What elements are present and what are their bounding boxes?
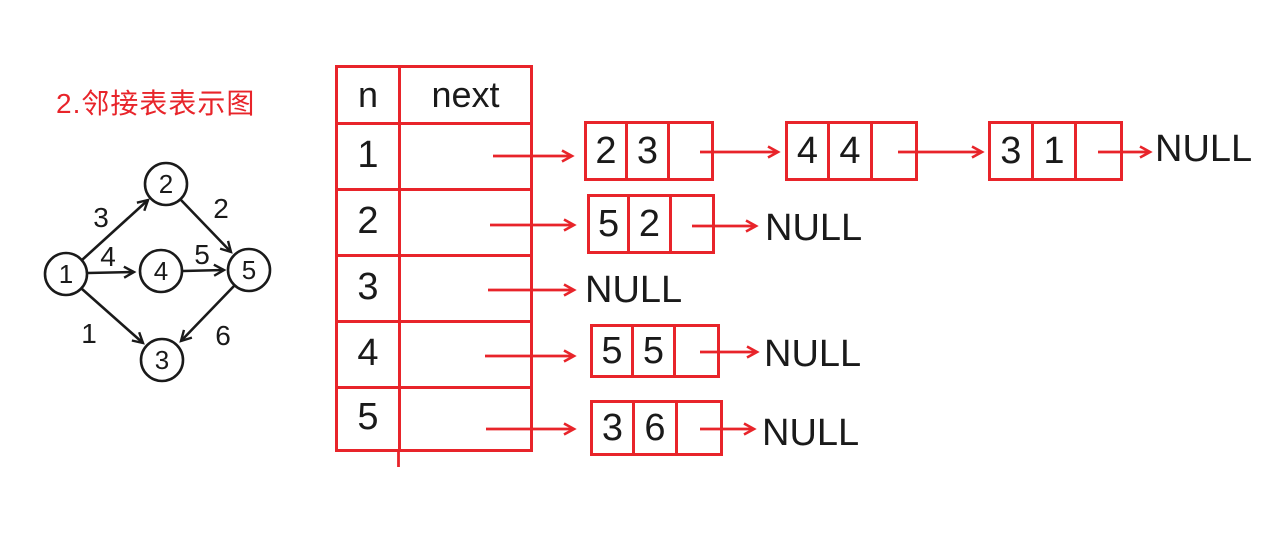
graph-edge-5-3 — [179, 285, 235, 343]
graph-edge-2-5 — [180, 199, 233, 254]
table-column-divider — [398, 68, 401, 449]
graph-node-5 — [226, 247, 272, 293]
table-row-label-2: 2 — [357, 199, 379, 242]
table-header-next: next — [431, 74, 500, 115]
graph-node-label: 3 — [155, 345, 169, 375]
adjacency-table: n next 1 2 3 4 5 — [335, 65, 533, 452]
table-row-divider — [338, 122, 530, 125]
list-node-vertex-cell: 2 — [587, 124, 628, 178]
table-row-divider — [338, 320, 530, 323]
null-label: NULL — [1155, 128, 1253, 170]
list-node-weight-cell: 6 — [635, 403, 679, 453]
list-node-weight-cell: 2 — [630, 197, 672, 251]
list-node-vertex-cell: 3 — [991, 124, 1034, 178]
list-node-weight-cell: 1 — [1034, 124, 1078, 178]
null-label: NULL — [764, 333, 862, 375]
list-node-pointer-cell — [1077, 124, 1120, 178]
graph-node-2 — [143, 161, 189, 207]
graph-edge-weight: 3 — [93, 202, 109, 233]
list-node: 5 5 — [590, 324, 720, 378]
graph-edge-weight: 1 — [81, 318, 97, 349]
null-label: NULL — [765, 207, 863, 249]
list-node-vertex-cell: 3 — [593, 403, 635, 453]
null-label: NULL — [585, 269, 683, 311]
graph-edge-1-3 — [81, 288, 145, 345]
graph-edge-weight: 6 — [215, 320, 231, 351]
list-node-pointer-cell — [676, 327, 717, 375]
graph-node-4 — [138, 248, 184, 294]
table-row-divider — [338, 254, 530, 257]
graph-edge-1-4 — [87, 265, 137, 279]
graph-edge-weight: 4 — [100, 241, 116, 272]
graph-node-label: 5 — [242, 255, 256, 285]
list-node-pointer-cell — [672, 197, 712, 251]
table-row-label-3: 3 — [357, 265, 379, 308]
list-node-weight-cell: 5 — [634, 327, 677, 375]
list-node: 3 1 — [988, 121, 1123, 181]
table-row-divider — [338, 188, 530, 191]
graph-edge-4-5 — [182, 263, 227, 277]
table-row-label-5: 5 — [357, 396, 379, 438]
graph-edge-weight: 2 — [213, 193, 229, 224]
graph-edge-weight: 5 — [194, 239, 210, 270]
list-node-vertex-cell: 5 — [590, 197, 631, 251]
list-node: 4 4 — [785, 121, 918, 181]
list-node-pointer-cell — [670, 124, 711, 178]
list-node-pointer-cell — [678, 403, 720, 453]
table-header-n: n — [357, 74, 379, 115]
list-node-vertex-cell: 5 — [593, 327, 634, 375]
list-node: 2 3 — [584, 121, 714, 181]
list-node: 3 6 — [590, 400, 723, 456]
graph-node-1 — [43, 251, 89, 297]
list-node-vertex-cell: 4 — [788, 124, 830, 178]
list-node: 5 2 — [587, 194, 715, 254]
list-node-weight-cell: 3 — [628, 124, 671, 178]
null-label: NULL — [762, 412, 860, 454]
table-row-label-1: 1 — [357, 133, 379, 176]
graph-figure: 3 2 4 5 1 6 1 2 3 4 5 — [43, 161, 272, 383]
graph-node-label: 1 — [59, 259, 73, 289]
graph-edge-1-2 — [81, 198, 150, 261]
table-row-divider — [338, 386, 530, 389]
list-node-weight-cell: 4 — [830, 124, 874, 178]
graph-node-label: 2 — [159, 169, 173, 199]
list-node-pointer-cell — [873, 124, 915, 178]
table-row-label-4: 4 — [357, 331, 379, 374]
page-title: 2.邻接表表示图 — [56, 88, 256, 119]
graph-node-3 — [139, 337, 185, 383]
graph-node-label: 4 — [154, 256, 168, 286]
